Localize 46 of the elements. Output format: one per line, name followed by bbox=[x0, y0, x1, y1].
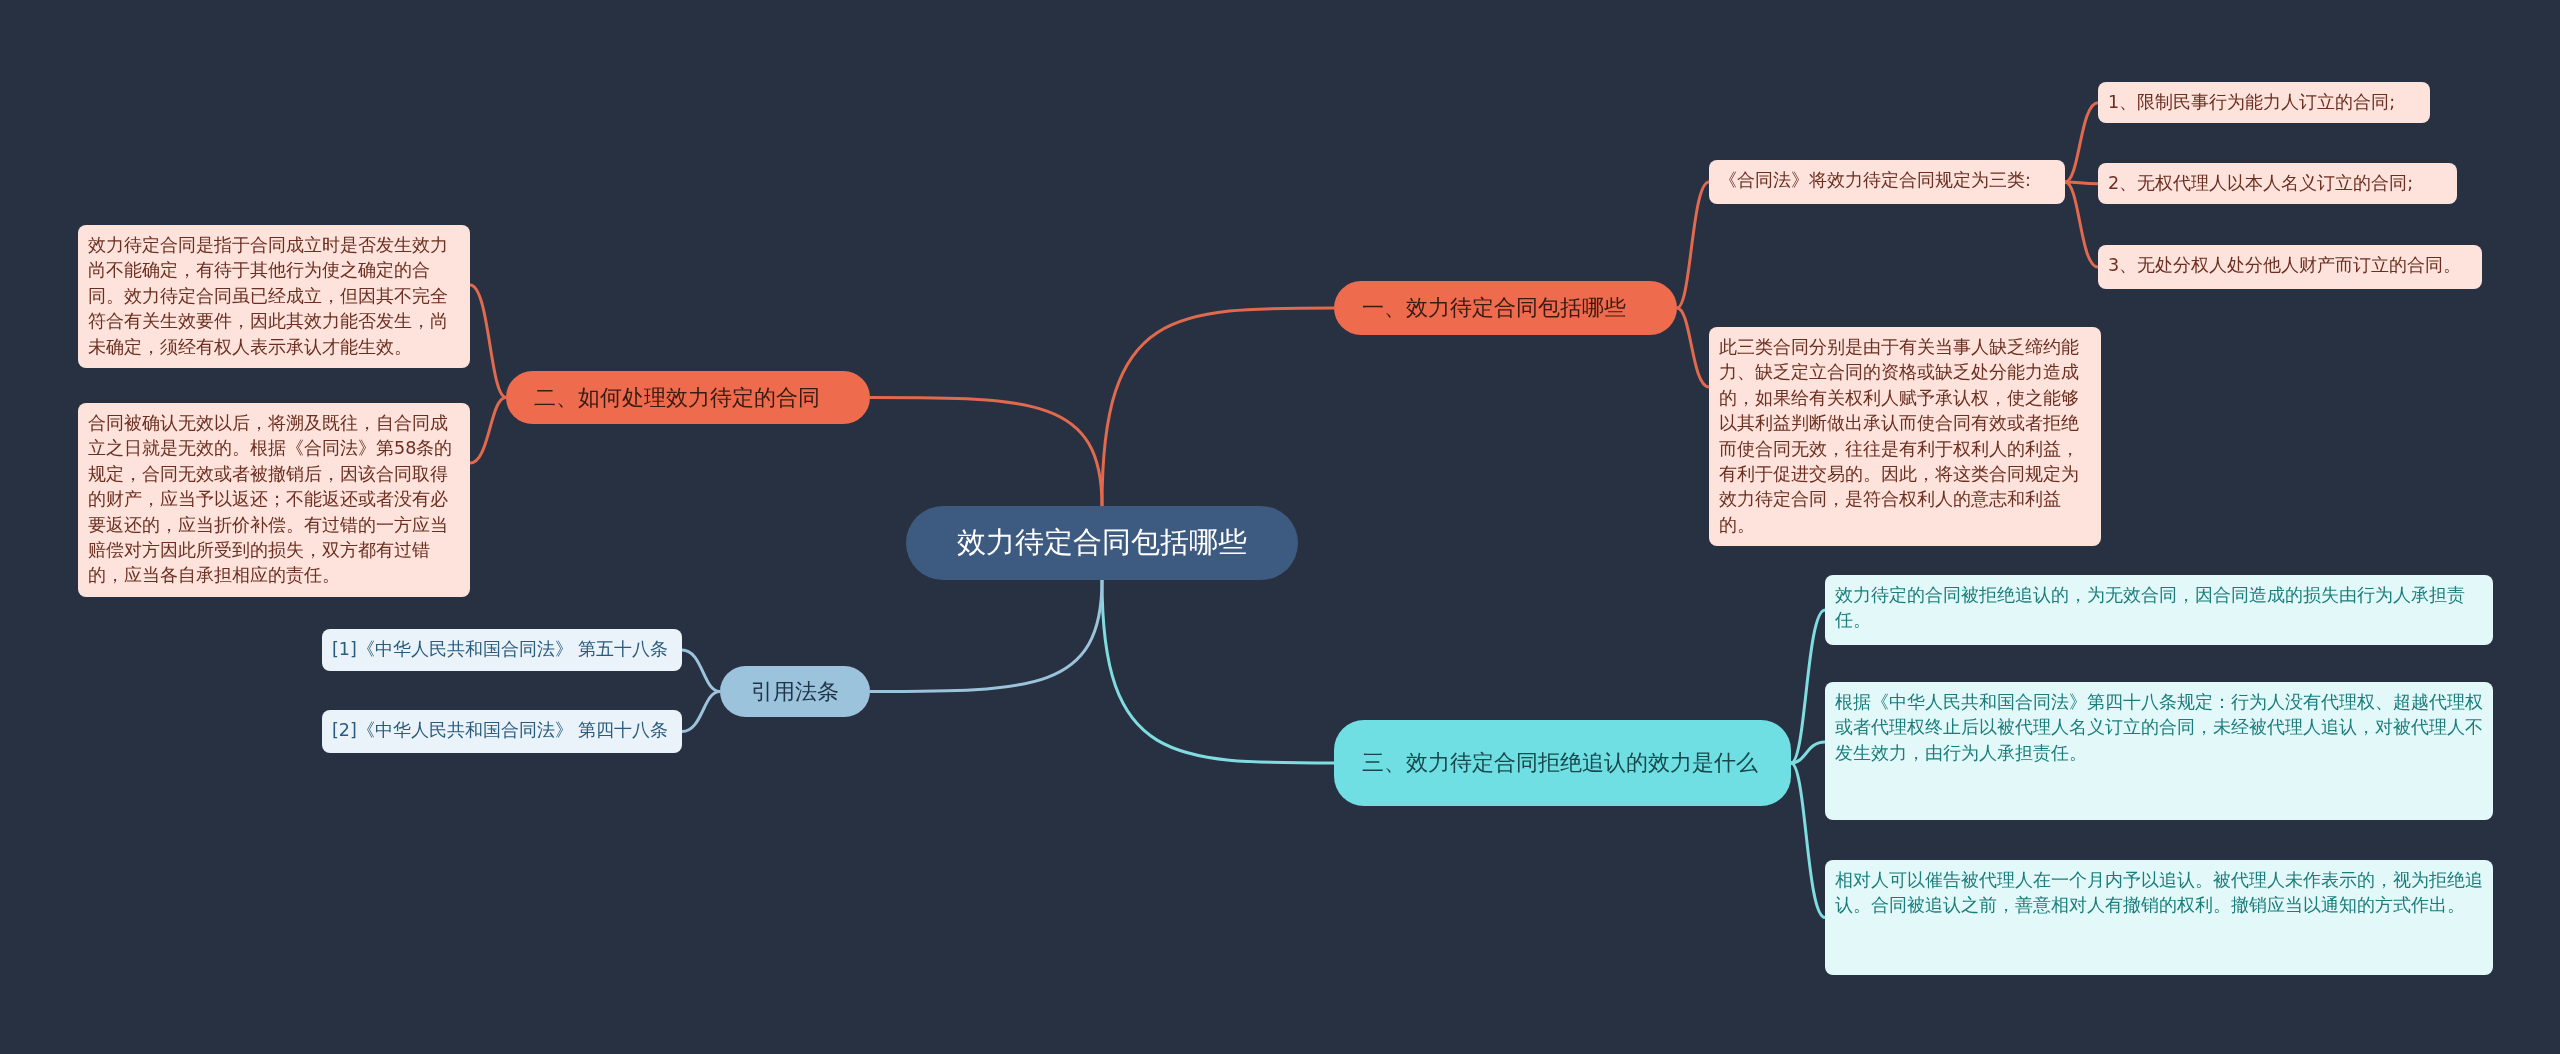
subtopic-card bbox=[322, 629, 682, 671]
topic-text: 效力待定合同是指于合同成立时是否发生效力尚不能确定，有待于其他行为使之确定的合同。效力待定合同虽已经成立，但因其不完全符合有关生效要件，因此其效力能否发生，尚未确定，须经有权人表示承认才能生效。 bbox=[88, 234, 449, 359]
subtopic-card bbox=[322, 710, 682, 753]
connector-line bbox=[469, 396, 507, 465]
branch-topic bbox=[1334, 281, 1677, 335]
topic-text: 相对人可以催告被代理人在一个月内予以追认。被代理人未作表示的，视为拒绝追认。合同被追认之前，善意相对人有撤销的权利。撤销应当以通知的方式作出。 bbox=[1835, 869, 2483, 918]
topic-text: 《合同法》将效力待定合同规定为三类: bbox=[1719, 169, 2032, 192]
subtopic-card bbox=[1825, 575, 2493, 645]
topic-text: 二、如何处理效力待定的合同 bbox=[534, 383, 820, 412]
subtopic-card bbox=[1825, 682, 2493, 820]
topic-text: 效力待定的合同被拒绝追认的，为无效合同，因合同造成的损失由行为人承担责任。 bbox=[1835, 584, 2466, 633]
subtopic-card bbox=[2098, 245, 2482, 289]
connector-line bbox=[1790, 761, 1826, 919]
subtopic-card bbox=[1709, 160, 2065, 204]
topic-text: 合同被确认无效以后，将溯及既往，自合同成立之日就是无效的。根据《合同法》第58条的规定，合同无效或者被撤销后，因该合同取得的财产，应当予以返还；不能返还或者没有必要返还的，应当折价补偿。有过错的一方应当赔偿对方因此所受到的损失，双方都有过错的，应当各自承担相应的责任。 bbox=[88, 412, 454, 588]
connector-line bbox=[2065, 180, 2098, 186]
subtopic-card bbox=[2098, 163, 2457, 205]
connector-line bbox=[870, 579, 1104, 693]
branch-topic bbox=[1334, 720, 1791, 806]
topic-text: 此三类合同分别是由于有关当事人缺乏缔约能力、缺乏定立合同的资格或缺乏处分能力造成的，如果给有关权利人赋予承认权，使之能够以其利益判断做出承认而使合同有效或者拒绝而使合同无效，往往是有利于权利人的利益，有利于促进交易的。因此，将这类合同规定为效力待定合同，是符合权利人的意志和利益的。 bbox=[1719, 336, 2080, 537]
connector-line bbox=[2064, 101, 2099, 184]
connector-line bbox=[1100, 306, 1334, 507]
topic-text: [1]《中华人民共和国合同法》 第五十八条 bbox=[332, 638, 670, 661]
topic-text: 效力待定合同包括哪些 bbox=[957, 524, 1247, 561]
subtopic-card bbox=[78, 225, 470, 368]
connector-line bbox=[681, 690, 721, 733]
subtopic-card bbox=[78, 403, 470, 597]
subtopic-card bbox=[1709, 327, 2101, 546]
subtopic-card bbox=[2098, 82, 2430, 124]
topic-text: 2、无权代理人以本人名义订立的合同; bbox=[2108, 172, 2415, 195]
topic-text: 三、效力待定合同拒绝追认的效力是什么 bbox=[1362, 749, 1758, 777]
topic-text: 根据《中华人民共和国合同法》第四十八条规定：行为人没有代理权、超越代理权或者代理权终止后以被代理人名义订立的合同，未经被代理人追认，对被代理人不发生效力，由行为人承担责任。 bbox=[1835, 691, 2483, 765]
connector-line bbox=[1676, 180, 1710, 310]
topic-text: 引用法条 bbox=[751, 677, 839, 706]
topic-text: 一、效力待定合同包括哪些 bbox=[1362, 294, 1626, 322]
topic-text: 1、限制民事行为能力人订立的合同; bbox=[2108, 91, 2397, 114]
connector-line bbox=[1100, 579, 1334, 765]
connector-line bbox=[870, 396, 1104, 507]
topic-text: 3、无处分权人处分他人财产而订立的合同。 bbox=[2108, 254, 2463, 277]
connector-line bbox=[1676, 306, 1710, 389]
branch-topic bbox=[506, 371, 870, 424]
connector-line bbox=[2064, 180, 2099, 269]
connector-line bbox=[469, 283, 507, 399]
subtopic-card bbox=[1825, 860, 2493, 975]
topic-text: [2]《中华人民共和国合同法》 第四十八条 bbox=[332, 719, 670, 742]
branch-topic bbox=[720, 666, 870, 717]
